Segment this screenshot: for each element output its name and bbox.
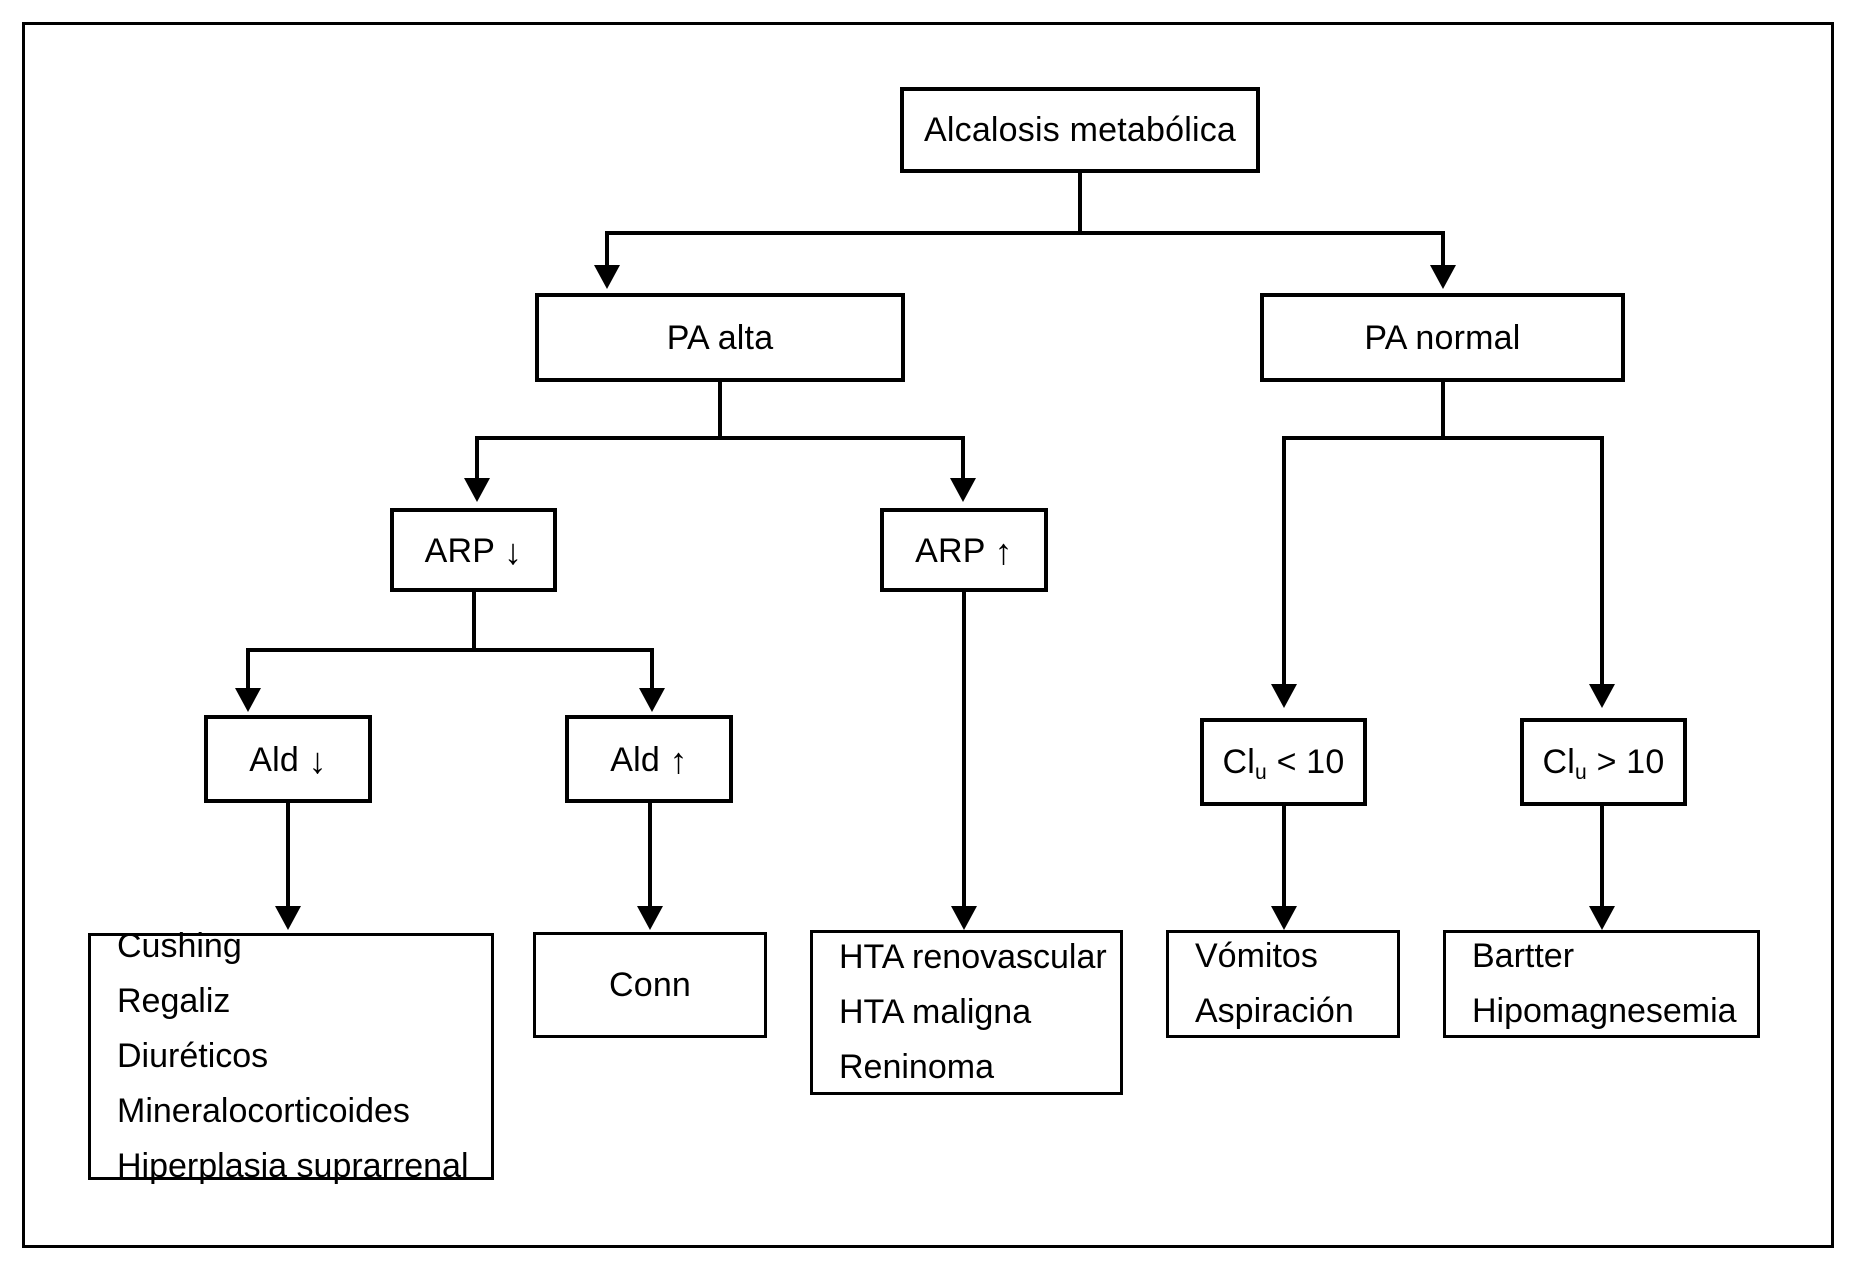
node-label-text: Ald: [249, 741, 299, 779]
node-pa-alta: PA alta: [535, 293, 905, 382]
node-label: ARP ↓: [424, 531, 523, 572]
list-item: Mineralocorticoides: [117, 1092, 410, 1131]
list-item: Regaliz: [117, 981, 231, 1020]
node-label-prefix: Cl: [1542, 743, 1575, 781]
node-outcome-conn: Conn: [533, 932, 767, 1038]
node-outcome-vomitos: Vómitos Aspiración: [1166, 930, 1400, 1038]
node-pa-normal: PA normal: [1260, 293, 1625, 382]
node-label-subscript: u: [1255, 760, 1267, 784]
node-arp-alta: ARP ↑: [880, 508, 1048, 592]
connector-pa-normal-bus: [1282, 436, 1604, 440]
arrowhead-ald-alta-to-conn: [637, 906, 663, 930]
node-label-prefix: Cl: [1222, 743, 1255, 781]
outcome-list: Vómitos Aspiración: [1169, 929, 1354, 1039]
node-alcalosis-metabolica: Alcalosis metabólica: [900, 87, 1260, 173]
outcome-list: Cushing Regaliz Diuréticos Mineralocorti…: [91, 919, 469, 1194]
arrowhead-arp-baja-to-ald-baja: [235, 688, 261, 712]
connector-arp-baja-to-ald-baja: [246, 648, 250, 690]
node-label: Clu > 10: [1542, 743, 1665, 783]
arrowhead-arp-baja-to-ald-alta: [639, 688, 665, 712]
list-item: Cushing: [117, 926, 242, 965]
node-label: Ald ↑: [610, 740, 688, 781]
list-item: Vómitos: [1195, 936, 1318, 975]
node-arp-baja: ARP ↓: [390, 508, 557, 592]
connector-root-to-pa-normal: [1441, 231, 1445, 267]
node-label-text: ARP: [424, 532, 495, 570]
connector-root-bus: [605, 231, 1445, 235]
connector-pa-alta-to-arp-alta: [961, 436, 965, 480]
arrowhead-pa-alta-to-arp-alta: [950, 478, 976, 502]
connector-pa-normal-stem: [1441, 382, 1445, 436]
node-cl-menor-10: Clu < 10: [1200, 718, 1367, 806]
node-label-subscript: u: [1575, 760, 1587, 784]
connector-root-to-pa-alta: [605, 231, 609, 267]
connector-arp-alta-to-hta: [962, 592, 966, 908]
node-ald-baja: Ald ↓: [204, 715, 372, 803]
node-label-suffix: < 10: [1266, 743, 1345, 781]
outcome-list: Bartter Hipomagnesemia: [1446, 929, 1737, 1039]
node-label: PA normal: [1364, 318, 1521, 357]
node-cl-mayor-10: Clu > 10: [1520, 718, 1687, 806]
connector-ald-baja-to-cushing: [286, 803, 290, 908]
arrowhead-root-to-pa-normal: [1430, 265, 1456, 289]
node-label-text: Ald: [610, 741, 660, 779]
connector-cl-menor-to-vomitos: [1282, 806, 1286, 908]
connector-root-stem: [1078, 173, 1082, 231]
list-item: Conn: [608, 966, 692, 1004]
arrow-up-icon: ↑: [994, 531, 1013, 572]
outcome-list: HTA renovascular HTA maligna Reninoma: [813, 930, 1107, 1095]
arrowhead-ald-baja-to-cushing: [275, 906, 301, 930]
connector-pa-alta-to-arp-baja: [475, 436, 479, 480]
list-item: Hipomagnesemia: [1472, 992, 1737, 1030]
connector-ald-alta-to-conn: [648, 803, 652, 908]
node-outcome-hta: HTA renovascular HTA maligna Reninoma: [810, 930, 1123, 1095]
connector-cl-mayor-to-bartter: [1600, 806, 1604, 908]
connector-arp-baja-to-ald-alta: [650, 648, 654, 690]
node-label: Ald ↓: [249, 740, 327, 781]
arrowhead-cl-menor-to-vomitos: [1271, 906, 1297, 930]
connector-pa-normal-to-cl-mayor: [1600, 436, 1604, 686]
arrowhead-cl-mayor-to-bartter: [1589, 906, 1615, 930]
list-item: HTA maligna: [839, 992, 1032, 1031]
arrowhead-pa-normal-to-cl-mayor: [1589, 684, 1615, 708]
list-item: Diuréticos: [117, 1036, 269, 1075]
list-item: Reninoma: [839, 1048, 994, 1087]
node-label: Clu < 10: [1222, 743, 1345, 783]
arrowhead-pa-normal-to-cl-menor: [1271, 684, 1297, 708]
node-label-text: ARP: [915, 532, 986, 570]
arrow-down-icon: ↓: [308, 740, 327, 781]
list-item: HTA renovascular: [839, 937, 1107, 976]
list-item: Bartter: [1472, 936, 1575, 975]
node-outcome-bartter: Bartter Hipomagnesemia: [1443, 930, 1760, 1038]
list-item: Aspiración: [1195, 992, 1354, 1030]
list-item: Hiperplasia suprarrenal: [117, 1147, 469, 1186]
connector-pa-normal-to-cl-menor: [1282, 436, 1286, 686]
node-outcome-cushing: Cushing Regaliz Diuréticos Mineralocorti…: [88, 927, 494, 1185]
connector-pa-alta-stem: [718, 382, 722, 436]
connector-arp-baja-bus: [246, 648, 654, 652]
node-label-suffix: > 10: [1586, 743, 1665, 781]
connector-pa-alta-bus: [475, 436, 965, 440]
diagram-outer-frame: [22, 22, 1834, 1248]
arrowhead-pa-alta-to-arp-baja: [464, 478, 490, 502]
node-ald-alta: Ald ↑: [565, 715, 733, 803]
arrow-down-icon: ↓: [504, 531, 523, 572]
node-label: Alcalosis metabólica: [923, 111, 1237, 149]
node-label: PA alta: [666, 318, 774, 357]
arrowhead-root-to-pa-alta: [594, 265, 620, 289]
node-label: ARP ↑: [915, 531, 1013, 572]
arrow-up-icon: ↑: [669, 740, 688, 781]
connector-arp-baja-stem: [472, 592, 476, 648]
arrowhead-arp-alta-to-hta: [951, 906, 977, 930]
